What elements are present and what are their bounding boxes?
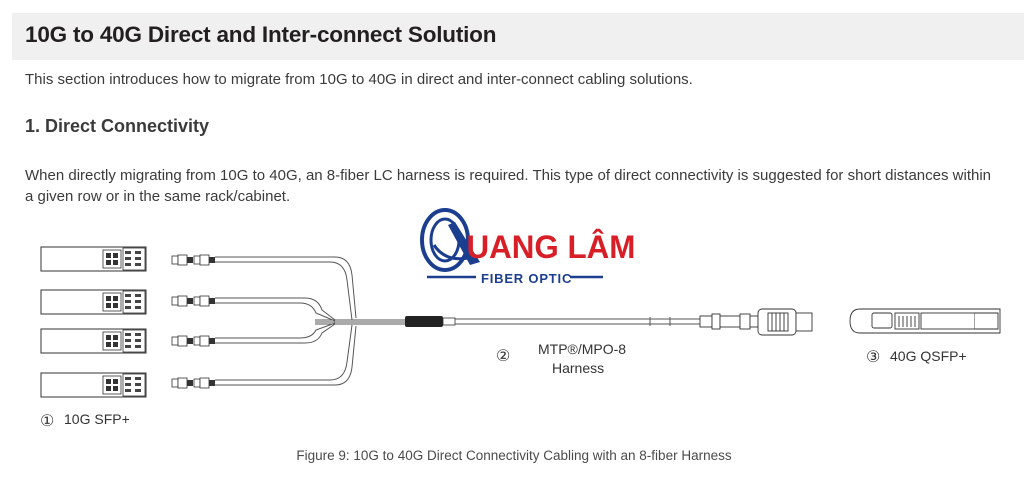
harness-breakout-boot bbox=[405, 316, 456, 327]
lc-connector bbox=[171, 377, 216, 389]
watermark-brand: UANG LÂM bbox=[466, 229, 635, 265]
intro-text: This section introduces how to migrate f… bbox=[25, 71, 693, 88]
sfp-module bbox=[40, 289, 147, 315]
qsfp-label: 40G QSFP+ bbox=[890, 348, 967, 364]
fiber-breakout-cables bbox=[215, 256, 405, 386]
harness-label-line1: MTP®/MPO-8 bbox=[538, 341, 626, 357]
diagram-labels: ① 10G SFP+ ② MTP®/MPO-8 Harness ③ 40G QS… bbox=[40, 341, 967, 430]
harness-label-number: ② bbox=[496, 348, 510, 365]
sfp-module bbox=[40, 328, 147, 354]
sfp-label: 10G SFP+ bbox=[64, 411, 130, 427]
lc-connector bbox=[171, 295, 216, 307]
qsfp-label-number: ③ bbox=[866, 349, 880, 366]
sfp-module bbox=[40, 372, 147, 398]
mtp-connector bbox=[699, 308, 813, 336]
lc-connector bbox=[171, 335, 216, 347]
title-bar: 10G to 40G Direct and Inter-connect Solu… bbox=[12, 13, 1024, 60]
lc-connector bbox=[171, 254, 216, 266]
watermark-logo: UANG LÂM FIBER OPTIC bbox=[420, 208, 635, 286]
section-description: When directly migrating from 10G to 40G,… bbox=[25, 167, 991, 205]
section-heading: 1. Direct Connectivity bbox=[25, 116, 210, 136]
watermark-sub: FIBER OPTIC bbox=[481, 271, 572, 286]
page-title: 10G to 40G Direct and Inter-connect Solu… bbox=[25, 22, 497, 47]
trunk-cable bbox=[455, 317, 700, 326]
figure-caption: Figure 9: 10G to 40G Direct Connectivity… bbox=[296, 448, 732, 463]
sfp-module bbox=[40, 246, 147, 272]
sfp-label-number: ① bbox=[40, 413, 54, 430]
harness-label-line2: Harness bbox=[552, 360, 604, 376]
qsfp-module bbox=[849, 308, 1001, 334]
